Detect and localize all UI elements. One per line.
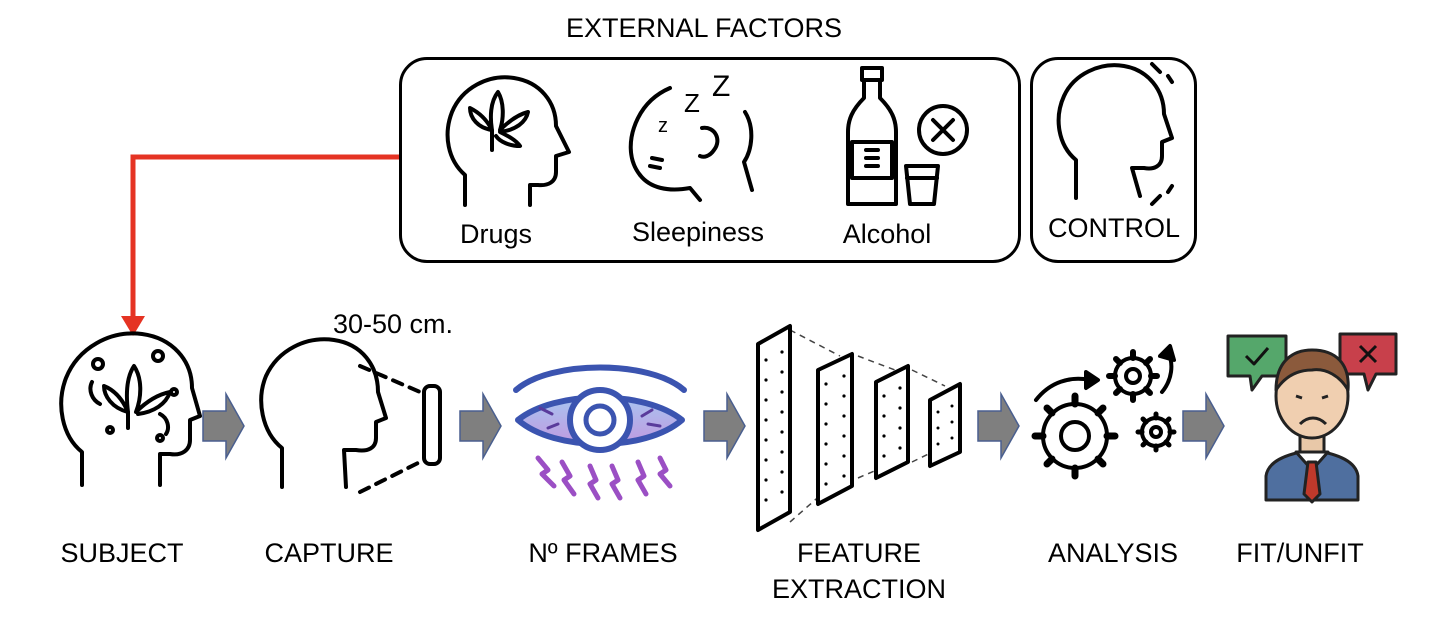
svg-text:Z: Z	[684, 88, 700, 118]
arrow-frames-features	[703, 391, 746, 461]
stage-label-frames: Nº FRAMES	[528, 538, 678, 568]
stage-label-analysis: ANALYSIS	[1047, 538, 1179, 568]
capture-distance-label: 30-50 cm.	[332, 309, 454, 339]
control-box	[1030, 57, 1197, 263]
gears-icon	[1031, 344, 1177, 480]
head-camera-icon	[259, 337, 442, 494]
stage-label-fit-unfit: FIT/UNFIT	[1236, 538, 1364, 568]
factors-to-subject-connector	[121, 154, 399, 336]
person-decision-icon	[1226, 332, 1398, 504]
stage-label-feature: FEATURE	[796, 538, 922, 568]
check-bubble	[1226, 334, 1288, 392]
external-factors-title: EXTERNAL FACTORS	[565, 13, 843, 43]
feature-layer-1	[756, 324, 792, 532]
arrow-subject-capture	[202, 391, 245, 461]
external-factors-box	[399, 57, 1021, 263]
factor-label-drugs: Drugs	[459, 219, 533, 249]
arrow-analysis-result	[1182, 391, 1225, 461]
neural-layers-icon	[756, 324, 962, 532]
control-label: CONTROL	[1047, 213, 1181, 243]
factor-label-alcohol: Alcohol	[842, 219, 932, 249]
arrow-features-analysis	[977, 391, 1020, 461]
svg-text:Z: Z	[712, 70, 730, 103]
feature-layer-4	[928, 382, 962, 468]
stage-label-extraction: EXTRACTION	[771, 574, 947, 604]
svg-text:z: z	[658, 115, 668, 137]
brain-head-icon	[59, 331, 202, 487]
alcohol-bottle-icon	[846, 66, 969, 206]
arrow-capture-frames	[459, 391, 502, 461]
head-profile-icon	[1056, 62, 1174, 206]
stage-arrows	[202, 391, 1225, 461]
feature-layer-3	[874, 364, 910, 480]
factor-label-sleepiness: Sleepiness	[631, 217, 765, 247]
sleepy-head-icon: z Z Z	[628, 70, 754, 202]
eye-icon	[513, 364, 687, 501]
cannabis-head-icon	[445, 75, 571, 207]
feature-layer-2	[816, 352, 854, 506]
stage-label-subject: SUBJECT	[60, 538, 184, 568]
stage-label-capture: CAPTURE	[264, 538, 394, 568]
